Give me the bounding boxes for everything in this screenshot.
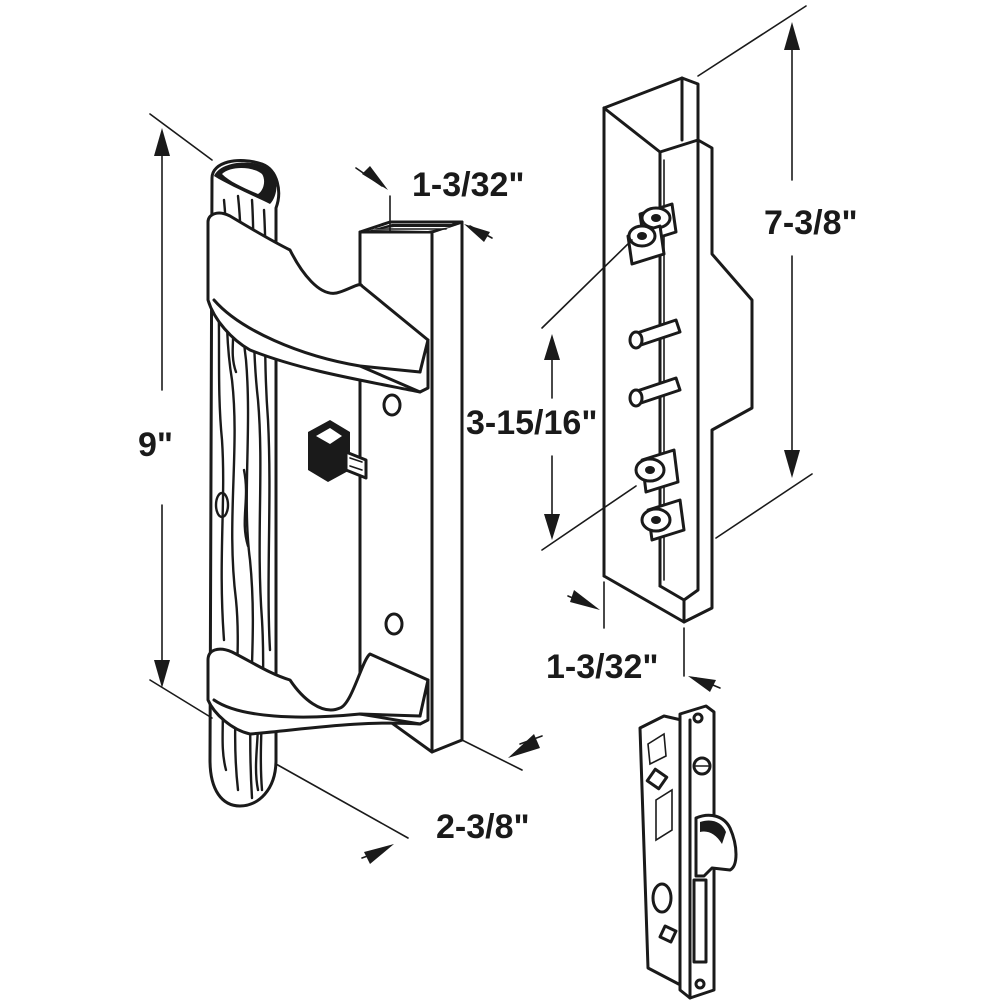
- label-mortise-hole-spacing: 3-15/16": [466, 404, 597, 442]
- post-4: [628, 376, 682, 408]
- handle-upper-bracket: [206, 211, 430, 394]
- label-handle-depth: 2-3/8": [436, 808, 530, 846]
- dimension-mortise-height: [697, 5, 813, 539]
- screw-hole-upper: [382, 393, 402, 417]
- dimension-mortise-hole-spacing: [541, 239, 637, 551]
- lock-cylinder: [651, 882, 673, 914]
- handle-lower-bracket: [206, 647, 430, 736]
- post-2: [626, 224, 666, 266]
- post-5: [634, 448, 680, 494]
- dimension-handle-height: [149, 113, 213, 719]
- bolt-slot: [692, 878, 708, 964]
- dimension-mortise-width: [567, 581, 721, 692]
- label-mortise-height: 7-3/8": [764, 204, 858, 242]
- label-handle-height: 9": [138, 426, 173, 464]
- post-3: [628, 318, 682, 350]
- mortise-housing: [602, 76, 754, 624]
- mortise-posts: [626, 202, 686, 542]
- post-6: [640, 498, 686, 542]
- hook-bolt: [694, 813, 738, 878]
- handle-assembly: [206, 159, 464, 808]
- label-handle-width: 1-3/32": [412, 166, 525, 204]
- screw-hole-lower: [384, 612, 404, 636]
- label-mortise-width: 1-3/32": [546, 648, 659, 686]
- latch-knob: [308, 420, 368, 482]
- mortise-lock: [638, 704, 738, 1000]
- dimension-handle-depth: [275, 734, 543, 864]
- dimension-handle-width: [355, 166, 493, 255]
